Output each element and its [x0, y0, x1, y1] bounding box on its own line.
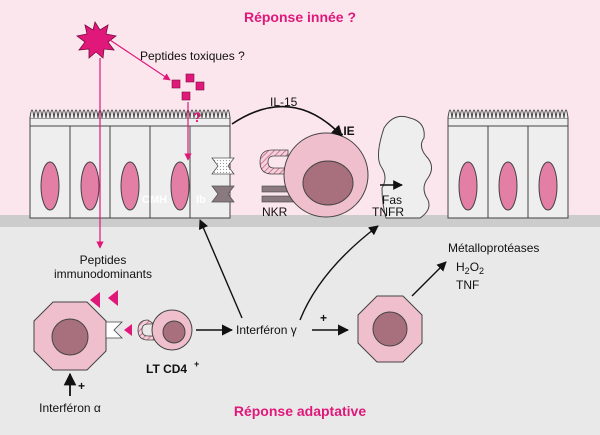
tcr-receptor-icon	[137, 319, 156, 341]
plus-gamma-label: +	[320, 311, 327, 325]
adaptive-response-title: Réponse adaptative	[234, 403, 366, 419]
epithelium-right	[447, 109, 569, 219]
il15-label: IL-15	[270, 95, 298, 109]
nkr-label: NKR	[262, 205, 288, 219]
plus-alpha-label: +	[78, 379, 85, 393]
interferon-alpha-label: Interféron α	[39, 401, 101, 415]
nkr-receptor-icon	[259, 149, 289, 175]
ifng-to-epithelium-arrow	[299, 225, 379, 321]
peptide-triangle-icon-1	[90, 292, 100, 308]
peptides-immunodominants-label-line1: Peptides	[80, 253, 127, 267]
toxic-peptides-icon	[171, 73, 205, 101]
h2o2-o: O	[470, 260, 479, 274]
lt-cd4-nucleus	[162, 320, 186, 344]
lie-cell-nucleus	[302, 160, 354, 206]
tnf-label: TNF	[456, 278, 479, 292]
h2o2-sub2: 2	[479, 266, 484, 276]
peptides-immunodominants-label-line2: immunodominants	[54, 267, 152, 281]
cmh-ib-ligand-icon	[211, 185, 235, 203]
apc-nucleus	[51, 318, 89, 356]
ib-label: Ib	[196, 194, 206, 206]
ifng-to-cmh-arrow	[198, 219, 243, 319]
cmh-label: CMH	[142, 194, 167, 206]
pathogen-to-toxic-peptides-arrow	[109, 39, 171, 81]
toxic-peptides-label: Peptides toxiques ?	[140, 49, 245, 63]
macrophage-products-arrow	[411, 261, 447, 297]
h2o2-sub1: 2	[465, 266, 470, 276]
innate-response-title: Réponse innée ?	[244, 9, 356, 25]
damaged-epithelial-cell	[378, 115, 432, 219]
h2o2-h: H	[456, 260, 465, 274]
pathogen-star-icon	[76, 20, 117, 59]
lt-cd4-label: LT CD4	[146, 362, 187, 376]
presented-peptide-icon	[124, 324, 132, 336]
lt-cd4-superscript: +	[194, 359, 199, 369]
il15-arrow	[231, 105, 343, 137]
fas-label: Fas	[382, 193, 402, 207]
metalloproteases-label: Métalloprotéases	[448, 241, 539, 255]
h2o2-label: H2O2	[456, 260, 484, 276]
interferon-gamma-label: Interféron γ	[236, 323, 297, 337]
lie-label: LIE	[336, 124, 355, 138]
peptide-triangle-icon-2	[108, 290, 118, 306]
cmh-ib-stress-ligand-icon	[211, 157, 235, 175]
tnfr-label: TNFR	[372, 205, 404, 219]
macrophage-nucleus	[372, 311, 408, 347]
question-mark-label: ?	[193, 109, 202, 125]
apc-mhc-receptor-icon	[105, 321, 123, 339]
